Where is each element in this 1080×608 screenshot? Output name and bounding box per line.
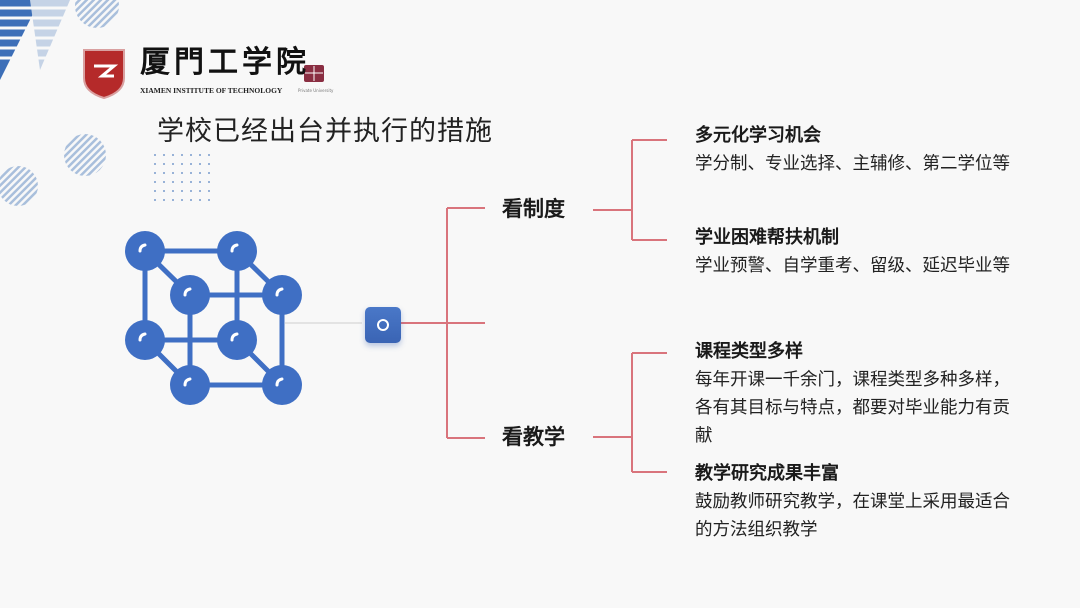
branch-system: 看制度 <box>502 197 565 221</box>
leaf-heading: 多元化学习机会 <box>695 125 821 146</box>
striped-circle <box>75 0 119 28</box>
leaf-text: 鼓励教师研究教学，在课堂上采用最适合的方法组织教学 <box>695 492 1010 540</box>
molecule-cube-icon <box>125 231 302 405</box>
leaf-text: 每年开课一千余门，课程类型多种多样，各有其目标与特点，都要对毕业能力有贡献 <box>695 370 1010 446</box>
leaf-text: 学业预警、自学重考、留级、延迟毕业等 <box>695 256 1010 276</box>
leaf-heading: 学业困难帮扶机制 <box>695 227 839 248</box>
logo-chinese-name: 厦門工学院 <box>140 45 310 80</box>
leaf-course-variety: 课程类型多样 每年开课一千余门，课程类型多种多样，各有其目标与特点，都要对毕业能… <box>695 340 1015 450</box>
badge-text: Private University <box>298 88 334 93</box>
school-crest-logo <box>83 49 125 100</box>
leaf-diverse-learning: 多元化学习机会 学分制、专业选择、主辅修、第二学位等 <box>695 124 1015 178</box>
branch-teaching: 看教学 <box>502 425 565 449</box>
leaf-text: 学分制、专业选择、主辅修、第二学位等 <box>695 154 1010 174</box>
striped-circle <box>0 166 38 206</box>
leaf-heading: 课程类型多样 <box>695 341 803 362</box>
page-title: 学校已经出台并执行的措施 <box>157 116 493 147</box>
leaf-teaching-research: 教学研究成果丰富 鼓励教师研究教学，在课堂上采用最适合的方法组织教学 <box>695 462 1015 544</box>
root-node-icon <box>365 307 401 343</box>
private-university-badge-icon <box>304 65 324 82</box>
leaf-academic-support: 学业困难帮扶机制 学业预警、自学重考、留级、延迟毕业等 <box>695 226 1015 280</box>
striped-circle <box>64 134 106 176</box>
corner-stripes <box>0 0 75 80</box>
leaf-heading: 教学研究成果丰富 <box>695 463 839 484</box>
logo-english-name: XIAMEN INSTITUTE OF TECHNOLOGY <box>140 86 283 95</box>
dot-grid <box>152 152 210 204</box>
tree-connectors <box>401 139 667 473</box>
